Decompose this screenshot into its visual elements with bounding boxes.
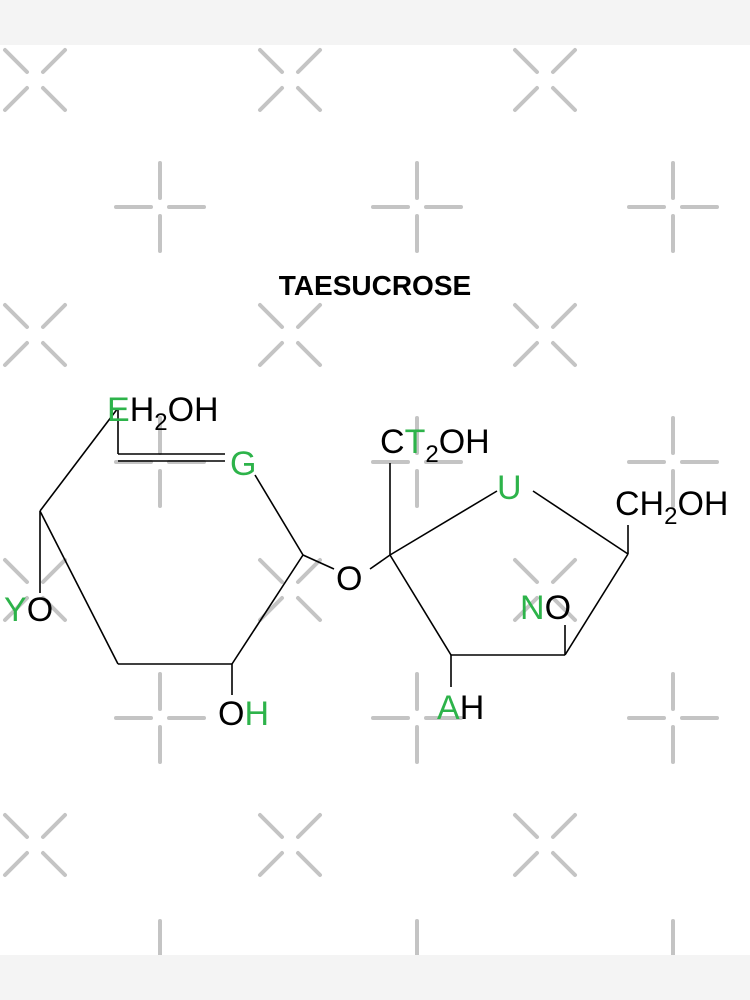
label-ring-g: G [230,445,256,483]
watermark-cross-icon [258,558,322,622]
label-part: OH [439,423,490,461]
watermark-plus-icon [415,919,419,955]
watermark-cross-icon [513,813,577,877]
label-part: O [218,695,244,733]
watermark-cross-icon [3,813,67,877]
accent-letter: H [244,695,269,733]
label-bottom-oh: OH [218,695,269,733]
label-part: H [130,391,155,429]
watermark-cross-icon [513,303,577,367]
subscript: 2 [154,409,167,436]
watermark-plus-icon [671,919,675,955]
subscript: 2 [425,441,438,468]
watermark-cross-icon [513,48,577,112]
structure-diagram: TAESUCROSE EH2OH G YO OH O CT2OH U CH2OH… [4,270,728,733]
watermark-cross-icon [513,558,577,622]
label-part: O [27,591,53,629]
accent-letter: E [107,391,130,429]
watermark-plus-icon [114,672,206,764]
label-part: H [460,689,485,727]
watermark-plus-icon [627,672,719,764]
label-ring-u: U [497,469,522,507]
bonds [39,407,629,695]
print-area: TAESUCROSE EH2OH G YO OH O CT2OH U CH2OH… [0,45,750,955]
watermark-plus-icon [114,161,206,253]
watermark-plus-icon [627,161,719,253]
bond [39,510,119,665]
bond [389,554,452,656]
watermark-cross-icon [3,48,67,112]
watermark-plus-icon [158,919,162,955]
label-top-left: EH2OH [107,391,219,436]
watermark-pattern [3,48,719,955]
watermark-cross-icon [3,303,67,367]
watermark-plus-icon [371,416,463,508]
watermark-cross-icon [258,303,322,367]
watermark-cross-icon [258,48,322,112]
bond [532,490,629,555]
subscript: 2 [664,503,677,530]
label-left: YO [4,591,53,629]
accent-letter: Y [4,591,27,629]
label-bridge-o: O [336,560,362,598]
watermark-plus-icon [627,416,719,508]
bond [231,554,304,665]
accent-letter: A [437,689,460,727]
label-right: CH2OH [615,485,728,530]
accent-letter: T [405,423,426,461]
watermark-plus-icon [371,161,463,253]
watermark-cross-icon [258,813,322,877]
bond [39,407,119,512]
bond [369,554,391,570]
bond [564,553,629,656]
label-bottom-ah: AH [437,689,484,727]
label-mid-right: NO [520,589,571,627]
label-part: CH [615,485,664,523]
bond [302,554,335,570]
label-part: OH [168,391,219,429]
diagram-title: TAESUCROSE [279,270,471,301]
label-part: OH [677,485,728,523]
label-part: O [545,589,571,627]
watermark-plus-icon [371,672,463,764]
accent-letter: N [520,589,545,627]
watermark-cross-icon [3,558,67,622]
watermark-plus-icon [114,416,206,508]
bond [389,490,498,556]
label-part: C [380,423,405,461]
bond [254,474,304,556]
label-top-middle: CT2OH [380,423,490,468]
